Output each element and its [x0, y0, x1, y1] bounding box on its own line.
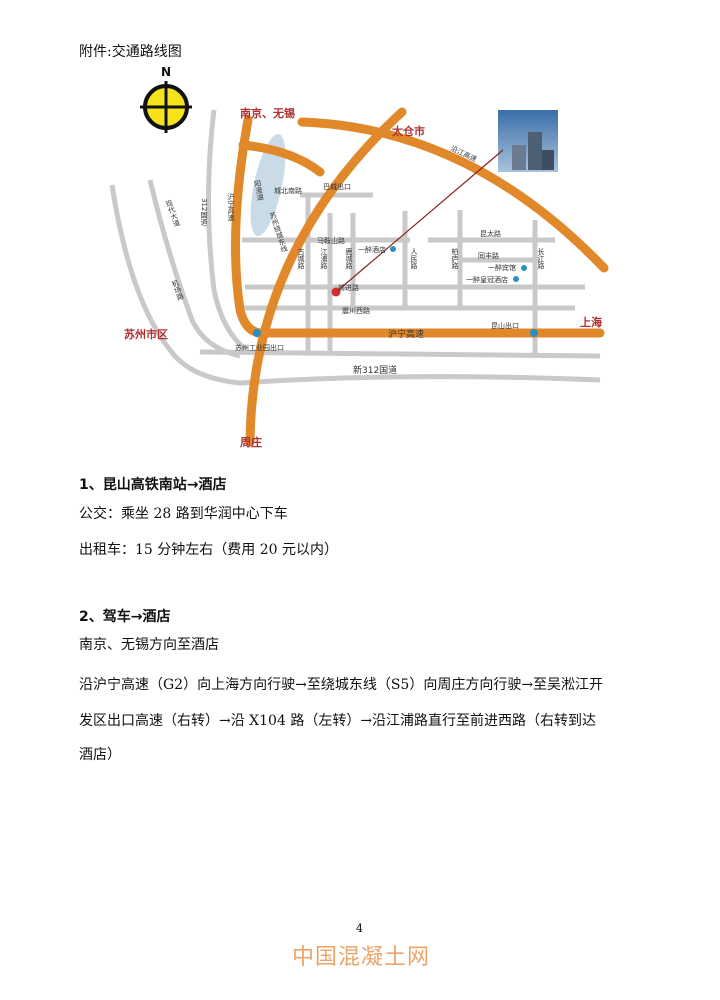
label-maanshan: 马鞍山路 [317, 236, 345, 245]
section1-taxi: 出租车：15 分钟左右（费用 20 元以内） [79, 542, 338, 558]
label-huning-vertical: 沪宁高速 [227, 192, 235, 222]
label-nanjing-wuxi: 南京、无锡 [240, 106, 295, 120]
label-tongfeng: 同丰路 [478, 251, 499, 260]
section1-heading: 1、昆山高铁南站→酒店 [79, 477, 227, 493]
label-taicang: 太仓市 [391, 124, 425, 138]
label-kunshan-exit: 昆山出口 [491, 321, 519, 330]
highways [231, 107, 609, 447]
compass-north-label: N [161, 65, 171, 79]
label-new312: 新312国道 [353, 364, 397, 376]
label-sip-exit: 苏州工业园出口 [235, 343, 284, 352]
label-zhenchuan: 震川西路 [342, 306, 370, 315]
label-lucheng: 鹿城路 [345, 247, 353, 270]
label-chengbei: 城北南路 [274, 186, 302, 195]
section2-line-3: 酒店） [79, 747, 121, 763]
label-qianjin: 前进路 [338, 283, 359, 292]
label-yangcheng-lake: 阳澄湖 [253, 178, 265, 202]
label-huning: 沪宁高速 [388, 328, 424, 340]
route-line [335, 149, 504, 293]
label-ring-east: 苏州绕城东线 [268, 210, 289, 253]
label-suzhou: 苏州市区 [124, 327, 168, 341]
label-bailu: 柏庐路 [451, 247, 459, 270]
compass-icon: N [140, 65, 192, 133]
section2-subtitle: 南京、无锡方向至酒店 [79, 637, 219, 653]
label-yizui-hotel: 一醉酒店 [358, 245, 386, 254]
watermark: 中国混凝土网 [292, 945, 431, 970]
label-bacheng-exit: 巴城出口 [323, 182, 351, 191]
label-zhouzhuang: 周庄 [240, 435, 262, 449]
label-yizui-crown: 一醉皇冠酒店 [466, 275, 508, 284]
section1-bus: 公交：乘坐 28 路到华润中心下车 [79, 506, 288, 522]
yangcheng-lake [250, 134, 286, 236]
label-renmin: 人民路 [410, 248, 418, 270]
label-gucheng: 古城路 [297, 247, 305, 270]
page-number: 4 [356, 922, 363, 935]
label-xiandai: 现代大道 [164, 199, 181, 229]
label-shanghai: 上海 [580, 315, 602, 329]
section2-heading: 2、驾车→酒店 [79, 609, 171, 625]
poi-markers [253, 246, 538, 337]
hotel-photo [498, 110, 558, 172]
route-map: N 南京、无锡 太仓市 上海 苏州市区 周庄 沿江高速 巴城出口 城北南路 马鞍… [109, 65, 609, 449]
section2-line-1: 沿沪宁高速（G2）向上海方向行驶→至绕城东线（S5）向周庄方向行驶→至吴淞江开 [79, 677, 604, 693]
label-jiangpu: 江浦路 [320, 248, 328, 270]
section2-line-2: 发区出口高速（右转）→沿 X104 路（左转）→沿江浦路直行至前进西路（右转到达 [79, 713, 597, 729]
attachment-title: 附件:交通路线图 [79, 44, 182, 60]
label-312: 312国道 [200, 198, 208, 227]
label-changjiang: 长江路 [537, 247, 545, 270]
label-yizui-guesthouse: 一醉宾馆 [488, 263, 516, 272]
hotel-location-marker [331, 287, 341, 297]
label-kuntai: 昆太路 [480, 229, 501, 238]
